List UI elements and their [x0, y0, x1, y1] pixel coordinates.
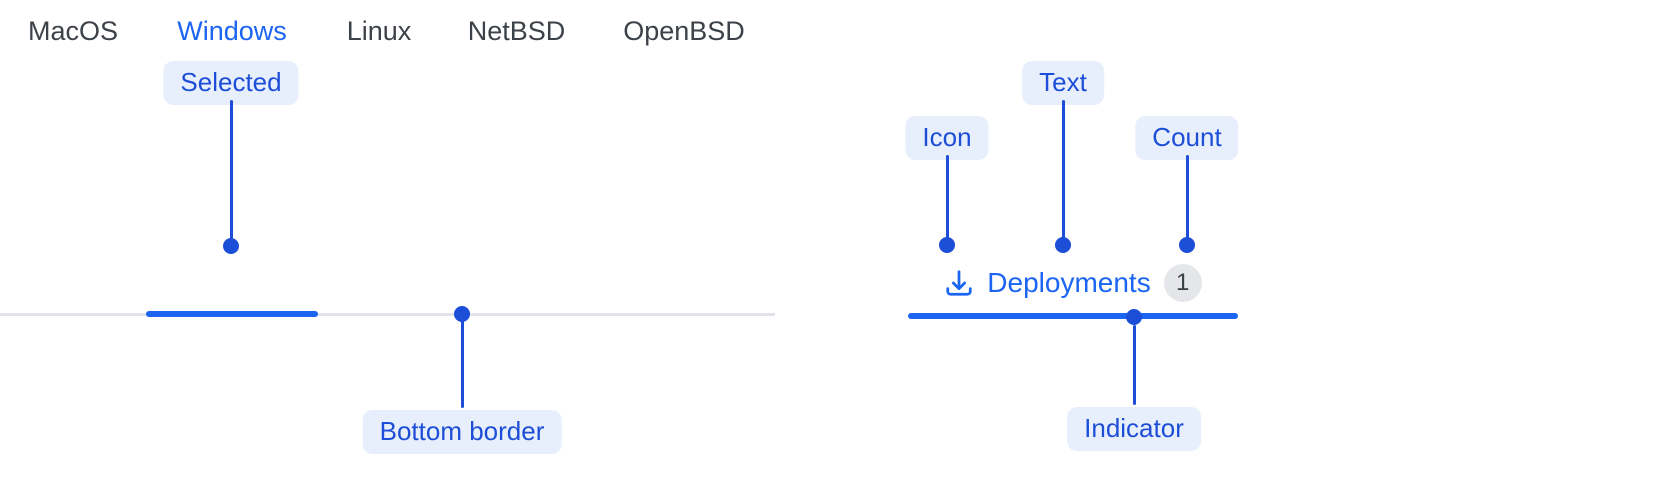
annotation-count-pill: Count — [1135, 116, 1239, 160]
os-tabbar: MacOS Windows Linux NetBSD OpenBSD — [0, 0, 775, 62]
annotation-text-line — [1061, 100, 1065, 239]
annotation-text-pill: Text — [1022, 61, 1104, 105]
annotation-count-line — [1185, 155, 1189, 239]
tabbar-bottom-border — [0, 313, 775, 316]
annotation-indicator-line — [1132, 325, 1136, 405]
active-tab-underline — [146, 311, 318, 317]
tab-macos[interactable]: MacOS — [27, 15, 119, 46]
annotation-icon-dot — [939, 237, 955, 253]
active-tab-indicator — [908, 313, 1238, 319]
tab-linux[interactable]: Linux — [346, 15, 412, 46]
annotation-selected-pill: Selected — [163, 61, 299, 105]
annotation-indicator-pill: Indicator — [1067, 407, 1201, 451]
annotation-selected-line — [229, 100, 233, 240]
annotation-bottom-border-line — [460, 320, 464, 408]
annotation-icon-pill: Icon — [905, 116, 989, 160]
tab-windows[interactable]: Windows — [177, 15, 287, 46]
annotation-icon-line — [945, 155, 949, 239]
tab-openbsd[interactable]: OpenBSD — [623, 15, 745, 46]
download-icon — [946, 270, 972, 296]
count-badge: 1 — [1163, 264, 1202, 302]
annotation-count-dot — [1179, 237, 1195, 253]
annotation-indicator-dot — [1126, 309, 1142, 325]
annotation-text-dot — [1055, 237, 1071, 253]
annotation-bottom-border-dot — [454, 306, 470, 322]
tab-deployments[interactable]: Deployments 1 — [908, 256, 1238, 310]
annotation-bottom-border-pill: Bottom border — [362, 410, 562, 454]
annotation-selected-dot — [223, 238, 239, 254]
tab-deployments-label: Deployments — [987, 267, 1151, 298]
tab-netbsd[interactable]: NetBSD — [467, 15, 566, 46]
